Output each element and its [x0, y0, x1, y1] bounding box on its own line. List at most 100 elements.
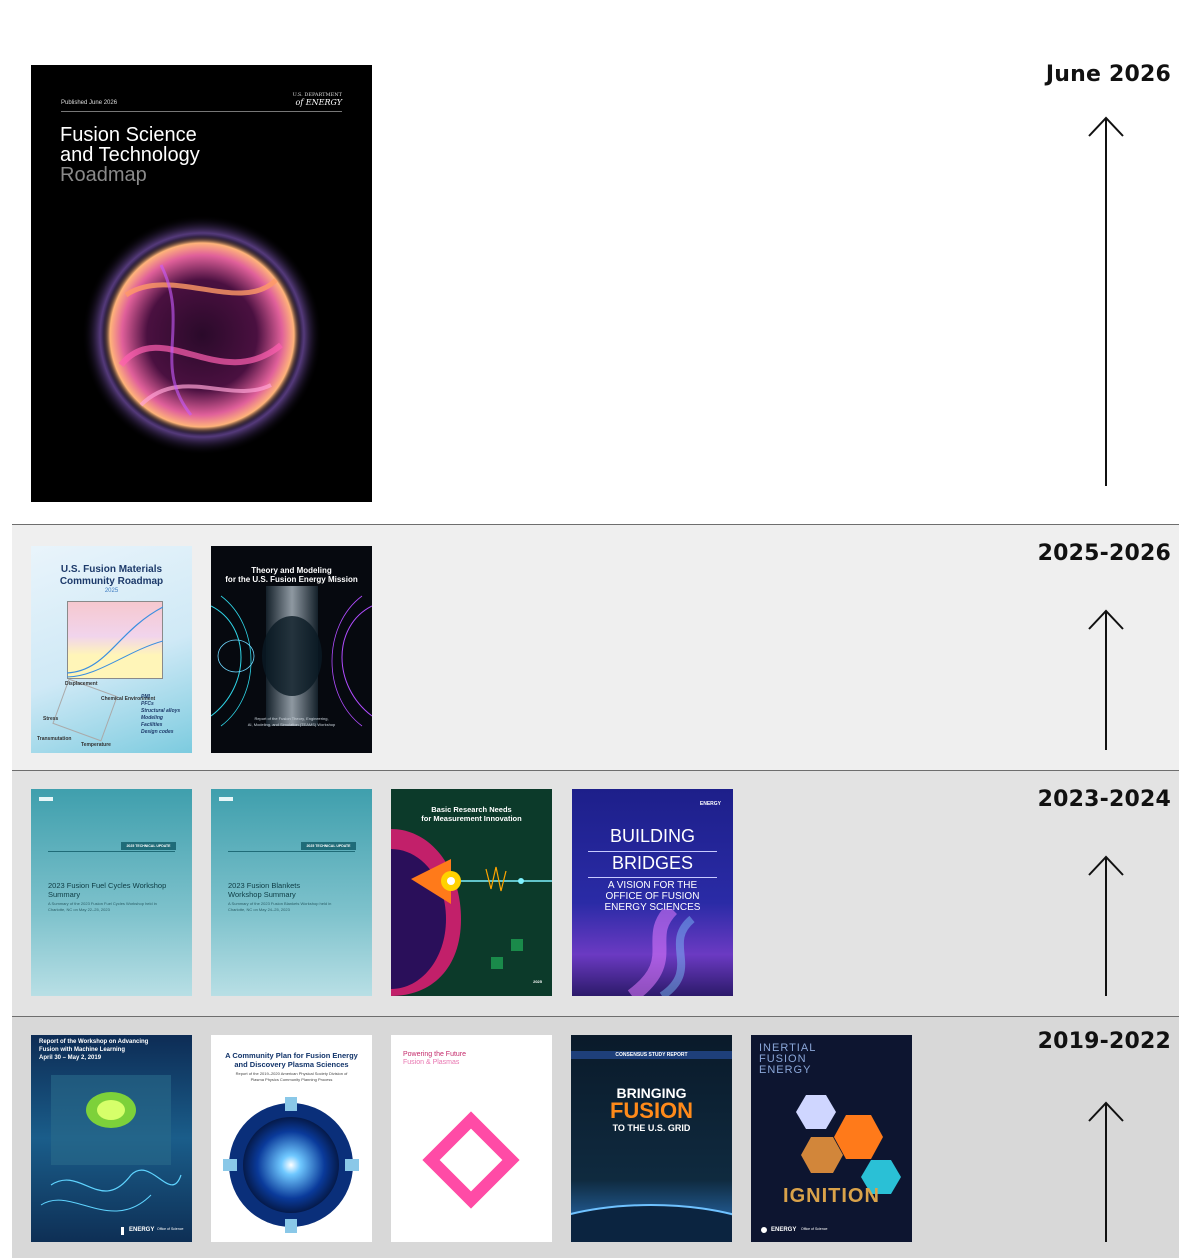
- cover-rule: [588, 877, 717, 878]
- cover-inertial-fusion[interactable]: INERTIAL FUSION ENERGY IGNITION ENERGY O…: [751, 1035, 912, 1242]
- label-chemical: Chemical Environment: [101, 696, 156, 702]
- gear-plasma-illustration: [223, 1097, 359, 1233]
- cover-title-2: for the U.S. Fusion Energy Mission: [225, 575, 358, 584]
- section-year-label: June 2026: [1045, 62, 1171, 87]
- cover-title-2: BRIDGES: [611, 853, 694, 873]
- cover-rule: [588, 851, 717, 852]
- label-stress: Stress: [43, 716, 59, 722]
- cover-headline: IGNITION: [783, 1185, 880, 1207]
- cover-agency-top: U.S. DEPARTMENT: [292, 92, 342, 98]
- cover-title-1: 2023 Fusion Blankets: [228, 881, 301, 890]
- cover-badge: 2025 TECHNICAL UPDATE: [121, 842, 176, 850]
- phase-diagram-chart: [67, 601, 163, 679]
- cover-title-2: FUSION: [759, 1053, 807, 1065]
- hexagon-collage-illustration: [796, 1095, 901, 1194]
- cover-title-1: Theory and Modeling: [251, 566, 332, 575]
- section-2025-2026: 2025-2026 U.S. Fusion Materials Communit…: [12, 524, 1179, 770]
- cover-community-plan[interactable]: A Community Plan for Fusion Energy and D…: [211, 1035, 372, 1242]
- cover-subtitle-1: A Summary of the 2023 Fusion Fuel Cycles…: [48, 901, 157, 906]
- seal-icon: [761, 1227, 767, 1233]
- measurement-illustration: [391, 829, 552, 996]
- cover-subtitle-3: ENERGY SCIENCES: [604, 902, 701, 913]
- plasma-sphere-illustration: [82, 215, 322, 455]
- cover-title-1: BRINGING: [616, 1085, 687, 1101]
- cover-measurement-innovation[interactable]: Basic Research Needs for Measurement Inn…: [391, 789, 552, 996]
- logo-mark: [39, 797, 53, 801]
- cover-title-3: April 30 – May 2, 2019: [39, 1055, 102, 1061]
- cover-title-2: for Measurement Innovation: [421, 814, 522, 823]
- topic-item: Structural alloys: [141, 708, 181, 714]
- section-june-2026: June 2026 Published June 2026 U.S. DEPAR…: [12, 10, 1179, 524]
- tokamak-illustration: [211, 586, 372, 727]
- logo-mark: [219, 797, 233, 801]
- cover-building-bridges[interactable]: ENERGY BUILDING BRIDGES A VISION FOR THE…: [572, 789, 733, 996]
- cover-agency: ENERGY: [129, 1227, 155, 1233]
- cover-title-3: TO THE U.S. GRID: [612, 1123, 691, 1133]
- cover-title-1: 2023 Fusion Fuel Cycles Workshop: [48, 881, 167, 890]
- cover-title-1: Basic Research Needs: [431, 805, 512, 814]
- header-band: [571, 1051, 732, 1059]
- cover-header: CONSENSUS STUDY REPORT: [615, 1052, 688, 1058]
- topic-item: PFCs: [141, 701, 154, 707]
- hexagon-shape: [52, 678, 118, 742]
- cover-title-2: Community Roadmap: [59, 576, 164, 587]
- seal-icon: [121, 1227, 124, 1235]
- cover-office: Office of Science: [157, 1227, 184, 1231]
- topic-item: PMI: [141, 694, 150, 700]
- cover-office: Office of Science: [801, 1227, 828, 1231]
- cover-published: Published June 2026: [61, 100, 118, 106]
- section-2023-2024: 2023-2024 2025 TECHNICAL UPDATE 2023 Fus…: [12, 770, 1179, 1016]
- cover-title-1: A Community Plan for Fusion Energy: [225, 1051, 358, 1060]
- cover-subtitle-1: Report of the Fusion Theory, Engineering…: [254, 716, 329, 721]
- topics-list: PMI PFCs Structural alloys Modeling Faci…: [141, 694, 180, 736]
- cover-title-3: Roadmap: [60, 164, 147, 186]
- cover-title-2: FUSION: [609, 1098, 694, 1123]
- cover-subtitle-1: A Summary of the 2023 Fusion Blankets Wo…: [228, 901, 332, 906]
- section-year-label: 2019-2022: [1037, 1029, 1171, 1054]
- wave-illustration: [627, 909, 695, 996]
- arrow-up-icon: [1086, 1101, 1126, 1244]
- arrow-up-icon: [1086, 116, 1126, 488]
- cover-subtitle-2: Charlotte, NC on May 22–25, 2023: [48, 907, 110, 912]
- cover-agency-bottom: of ENERGY: [295, 98, 342, 107]
- label-temperature: Temperature: [81, 742, 111, 748]
- arrow-up-icon: [1086, 855, 1126, 998]
- cover-badge: 2025 TECHNICAL UPDATE: [301, 842, 356, 850]
- phase-diagram-curves: [67, 606, 163, 678]
- section-year-label: 2023-2024: [1037, 787, 1171, 812]
- cover-year: 2025: [104, 588, 119, 594]
- topic-item: Modeling: [141, 715, 163, 721]
- cover-title-1: Report of the Workshop on Advancing: [39, 1039, 149, 1045]
- topic-item: Design codes: [141, 729, 174, 735]
- cover-machine-learning[interactable]: Report of the Workshop on Advancing Fusi…: [31, 1035, 192, 1242]
- cover-theory-modeling[interactable]: Theory and Modeling for the U.S. Fusion …: [211, 546, 372, 753]
- cover-rule: [228, 851, 355, 852]
- cover-title-3: ENERGY: [759, 1064, 812, 1076]
- cover-title-1: BUILDING: [609, 826, 696, 846]
- cover-bringing-fusion[interactable]: CONSENSUS STUDY REPORT BRINGING FUSION T…: [571, 1035, 732, 1242]
- cover-rule: [61, 111, 342, 112]
- cover-subtitle-1: Report of the 2019–2020 American Physica…: [235, 1071, 348, 1076]
- cover-fusion-roadmap[interactable]: Published June 2026 U.S. DEPARTMENT of E…: [31, 65, 372, 502]
- cover-title-1: Powering the Future: [403, 1051, 467, 1058]
- cover-fuel-cycles[interactable]: 2025 TECHNICAL UPDATE 2023 Fusion Fuel C…: [31, 789, 192, 996]
- cover-title-2: Workshop Summary: [228, 890, 296, 899]
- reactor-illustration: [40, 1075, 182, 1212]
- cover-title-2: and Technology: [60, 144, 200, 166]
- cover-title-1: Fusion Science: [60, 124, 197, 146]
- cover-title-2: Fusion & Plasmas: [403, 1059, 460, 1066]
- cover-materials-roadmap[interactable]: U.S. Fusion Materials Community Roadmap …: [31, 546, 192, 753]
- cover-subtitle-2: OFFICE OF FUSION: [605, 891, 700, 902]
- cover-year: 2025: [533, 979, 542, 984]
- earth-illustration: [571, 1204, 732, 1242]
- cover-subtitle-2: AI, Modeling, and Simulation (TEAMS) Wor…: [247, 722, 336, 727]
- cover-powering-future[interactable]: Powering the Future Fusion & Plasmas: [391, 1035, 552, 1242]
- cover-blankets[interactable]: 2025 TECHNICAL UPDATE 2023 Fusion Blanke…: [211, 789, 372, 996]
- cover-agency: ENERGY: [699, 801, 721, 807]
- cover-rule: [48, 851, 175, 852]
- label-displacement: Displacement: [65, 681, 98, 687]
- cover-title-1: INERTIAL: [759, 1042, 817, 1054]
- cover-title-2: Summary: [48, 890, 81, 899]
- cover-title-2: Fusion with Machine Learning: [39, 1047, 126, 1053]
- topic-item: Facilities: [141, 722, 163, 728]
